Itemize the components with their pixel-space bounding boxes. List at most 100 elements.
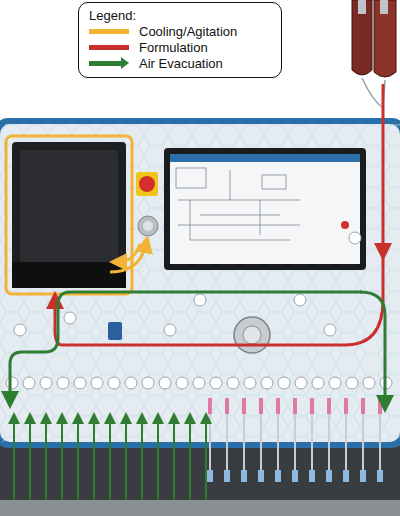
tube-end [224,470,230,482]
valve [227,377,239,389]
evacuation-arrow [173,418,175,500]
evacuation-arrow [93,418,95,500]
estop-button [139,176,155,192]
spacer [55,292,56,298]
valve [346,377,358,389]
knob [138,216,158,236]
tube-clip [208,398,212,414]
valve [57,377,69,389]
tube-clip [225,398,229,414]
legend-text: Air Evacuation [139,56,223,71]
valve [176,377,188,389]
valve [363,377,375,389]
valve [349,232,361,244]
valve [278,377,290,389]
evacuation-arrow [61,418,63,500]
legend-arrowhead [121,57,129,69]
tube-end [377,470,383,482]
valve [194,294,206,306]
legend-text: Formulation [139,40,208,55]
valve [14,324,26,336]
valve [6,377,18,389]
evacuation-arrow [13,418,15,500]
tube-clip [310,398,314,414]
evacuation-arrow [205,418,207,500]
screen-bar [170,154,360,162]
screen-bezel [164,148,366,270]
tube-clip [259,398,263,414]
valve [261,377,273,389]
hex-pattern [0,124,400,442]
legend-swatch [89,61,123,66]
cooler [12,142,126,288]
tube-end [326,470,332,482]
valve [193,377,205,389]
screen-schematic [176,168,300,240]
tube-clip [293,398,297,414]
screen [170,154,360,264]
tube-end [360,470,366,482]
tube-end [207,470,213,482]
evacuation-flow [10,292,362,400]
legend-row: Cooling/Agitation [89,23,271,39]
formulation-flow [382,84,385,252]
cooler-base [12,262,126,288]
valve [91,377,103,389]
valve [40,377,52,389]
pump-hub [243,326,261,344]
legend-row: Air Evacuation [89,55,271,71]
tube-end [309,470,315,482]
legend-text: Cooling/Agitation [139,24,237,39]
tray-edge [0,500,400,516]
evacuation-arrow [189,418,191,500]
agitation-flow [118,244,140,262]
tube-end [241,470,247,482]
tube-clip [378,398,382,414]
cooling-outline [6,136,132,294]
evacuation-arrow [157,418,159,500]
legend-title: Legend: [89,8,271,23]
valve [294,294,306,306]
valve [74,377,86,389]
valve [64,312,76,324]
bags [352,0,396,108]
evacuation-flow [360,292,385,404]
legend-box: Legend:Cooling/AgitationFormulationAir E… [78,2,282,78]
valve [164,324,176,336]
sensor [108,322,122,340]
knob-cap [143,221,153,231]
legend-swatch [89,29,129,34]
valve [23,377,35,389]
formulation-flow [55,258,383,345]
tube-clip [327,398,331,414]
tube-clip [276,398,280,414]
tube-clip [242,398,246,414]
legend-swatch [89,45,129,50]
valve [210,377,222,389]
tube-clip [361,398,365,414]
tube-end [275,470,281,482]
evacuation-arrow [141,418,143,500]
valve [244,377,256,389]
panel-frame [0,118,400,448]
evacuation-arrow [77,418,79,500]
valve [159,377,171,389]
legend-row: Formulation [89,39,271,55]
valve [295,377,307,389]
cooler-door [20,150,118,262]
evacuation-arrow [125,418,127,500]
valve [108,377,120,389]
evacuation-arrow [45,418,47,500]
valve [125,377,137,389]
evacuation-arrow [109,418,111,500]
pump [234,317,270,353]
tube-clip [344,398,348,414]
tube-end [343,470,349,482]
panel [0,124,400,442]
valve [329,377,341,389]
agitation-flow [110,244,146,272]
estop-base [136,172,158,196]
valve [142,377,154,389]
valve [312,377,324,389]
valve [324,324,336,336]
